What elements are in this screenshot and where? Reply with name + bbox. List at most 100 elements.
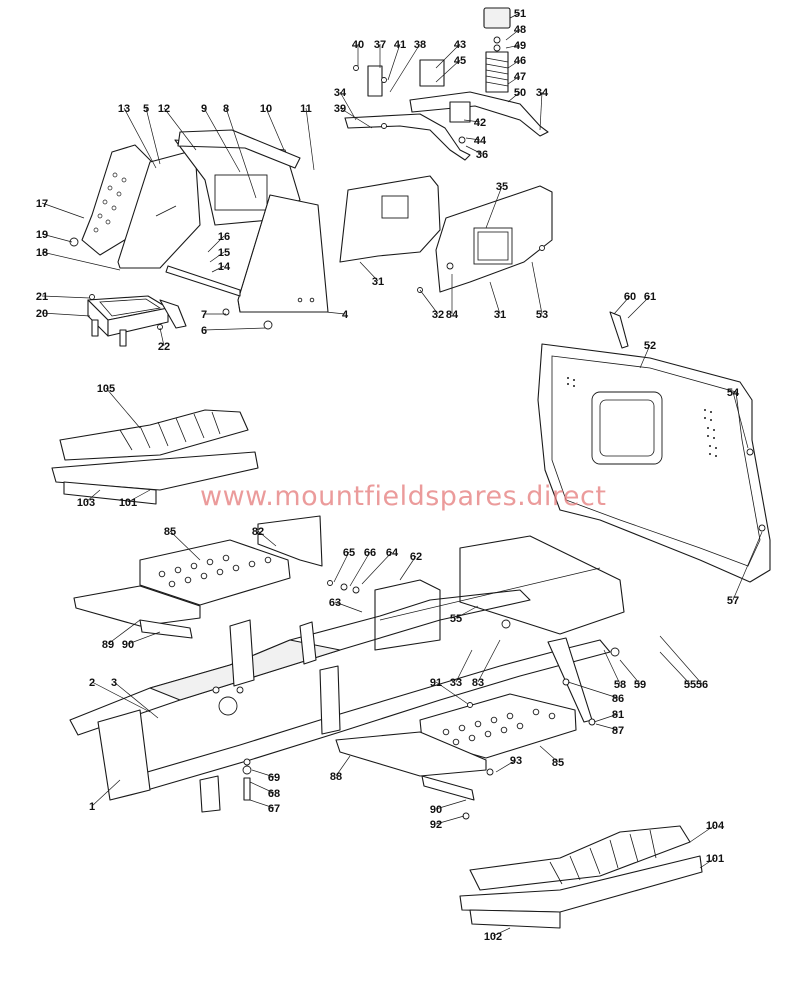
seat-support-assembly bbox=[69, 129, 329, 347]
leader-line-66 bbox=[349, 551, 371, 587]
leader-line-13 bbox=[123, 107, 157, 169]
leader-line-53 bbox=[531, 261, 543, 315]
part-label-40: 40 bbox=[352, 39, 364, 51]
leader-line-42 bbox=[463, 119, 481, 123]
watermark-text: www.mountfieldspares.direct bbox=[200, 481, 606, 512]
part-label-33: 33 bbox=[450, 677, 462, 689]
leader-line-104 bbox=[689, 824, 716, 843]
part-label-2: 2 bbox=[89, 677, 95, 689]
part-label-39: 39 bbox=[334, 103, 346, 115]
leader-line-35 bbox=[485, 185, 503, 229]
leader-line-19 bbox=[41, 233, 73, 243]
part-label-59: 59 bbox=[634, 679, 646, 691]
part-label-64: 64 bbox=[386, 547, 399, 559]
part-label-56: 56 bbox=[696, 679, 708, 691]
part-label-42: 42 bbox=[474, 117, 486, 129]
part-label-36: 36 bbox=[476, 149, 488, 161]
part-label-68: 68 bbox=[268, 788, 280, 800]
part-label-44: 44 bbox=[474, 135, 487, 147]
leader-line-34 bbox=[539, 91, 543, 131]
part-label-7: 7 bbox=[201, 309, 207, 321]
part-label-60: 60 bbox=[624, 291, 636, 303]
leader-line-62 bbox=[399, 555, 417, 581]
part-label-22: 22 bbox=[158, 341, 170, 353]
part-label-48: 48 bbox=[514, 24, 526, 36]
part-label-13: 13 bbox=[118, 103, 130, 115]
leader-line-17 bbox=[41, 202, 85, 219]
part-label-62: 62 bbox=[410, 551, 422, 563]
leader-line-65 bbox=[333, 551, 350, 583]
part-label-45: 45 bbox=[454, 55, 466, 67]
leader-line-83 bbox=[477, 639, 501, 683]
leader-line-90 bbox=[127, 631, 161, 645]
leader-line-63 bbox=[334, 601, 363, 613]
part-label-52: 52 bbox=[644, 340, 656, 352]
leader-line-93 bbox=[495, 759, 517, 773]
part-label-31: 31 bbox=[372, 276, 384, 288]
part-label-20: 20 bbox=[36, 308, 48, 320]
rear-fender-panels bbox=[339, 175, 553, 293]
main-chassis-frame bbox=[69, 535, 625, 813]
part-label-18: 18 bbox=[36, 247, 48, 259]
body-panel bbox=[537, 311, 771, 583]
part-label-11: 11 bbox=[300, 103, 312, 115]
leader-line-38 bbox=[389, 43, 421, 93]
leader-line-48 bbox=[505, 28, 521, 41]
leader-line-91 bbox=[435, 681, 469, 705]
leader-line-64 bbox=[361, 551, 393, 585]
leader-line-105 bbox=[105, 387, 141, 429]
footrest-left bbox=[73, 515, 323, 639]
leader-line-4 bbox=[325, 311, 346, 315]
part-label-3: 3 bbox=[111, 677, 117, 689]
part-label-101: 101 bbox=[706, 853, 724, 865]
part-label-85: 85 bbox=[552, 757, 564, 769]
leader-line-16 bbox=[207, 235, 225, 253]
part-label-103: 103 bbox=[77, 497, 95, 509]
leader-line-69 bbox=[251, 769, 275, 778]
leader-line-2 bbox=[91, 681, 151, 713]
leader-line-36 bbox=[465, 145, 483, 155]
part-label-35: 35 bbox=[496, 181, 508, 193]
part-label-37: 37 bbox=[374, 39, 386, 51]
part-label-57: 57 bbox=[727, 595, 739, 607]
part-label-31: 31 bbox=[494, 309, 506, 321]
part-label-69: 69 bbox=[268, 772, 280, 784]
leader-line-43 bbox=[435, 43, 461, 69]
footrest-right bbox=[335, 693, 577, 801]
part-label-58: 58 bbox=[614, 679, 626, 691]
part-label-93: 93 bbox=[510, 755, 522, 767]
leader-line-22 bbox=[159, 327, 165, 347]
leader-line-12 bbox=[163, 107, 197, 151]
part-label-53: 53 bbox=[536, 309, 548, 321]
leader-line-101 bbox=[699, 857, 716, 869]
part-label-90: 90 bbox=[430, 804, 442, 816]
leader-line-49 bbox=[505, 44, 521, 49]
leader-line-47 bbox=[507, 75, 521, 85]
callout-leader-lines bbox=[41, 12, 763, 937]
leader-line-5 bbox=[145, 107, 161, 165]
leader-line-86 bbox=[567, 681, 619, 699]
part-label-16: 16 bbox=[218, 231, 230, 243]
leader-line-60 bbox=[613, 295, 631, 315]
leader-line-21 bbox=[41, 295, 91, 299]
part-label-1: 1 bbox=[89, 801, 95, 813]
part-label-12: 12 bbox=[158, 103, 170, 115]
leader-line-81 bbox=[593, 713, 619, 723]
leader-line-33 bbox=[455, 649, 473, 683]
leader-line-45 bbox=[435, 59, 461, 83]
leader-line-8 bbox=[225, 107, 257, 199]
part-label-55: 55 bbox=[684, 679, 696, 691]
part-label-21: 21 bbox=[36, 291, 48, 303]
part-label-5: 5 bbox=[143, 103, 149, 115]
part-label-34: 34 bbox=[536, 87, 549, 99]
part-label-17: 17 bbox=[36, 198, 48, 210]
part-label-92: 92 bbox=[430, 819, 442, 831]
leader-line-3 bbox=[113, 681, 159, 719]
part-label-86: 86 bbox=[612, 693, 624, 705]
leader-line-50 bbox=[507, 91, 521, 103]
leader-line-44 bbox=[465, 137, 481, 141]
leader-line-55 bbox=[659, 651, 691, 685]
part-label-67: 67 bbox=[268, 803, 280, 815]
leader-line-57 bbox=[732, 531, 763, 601]
